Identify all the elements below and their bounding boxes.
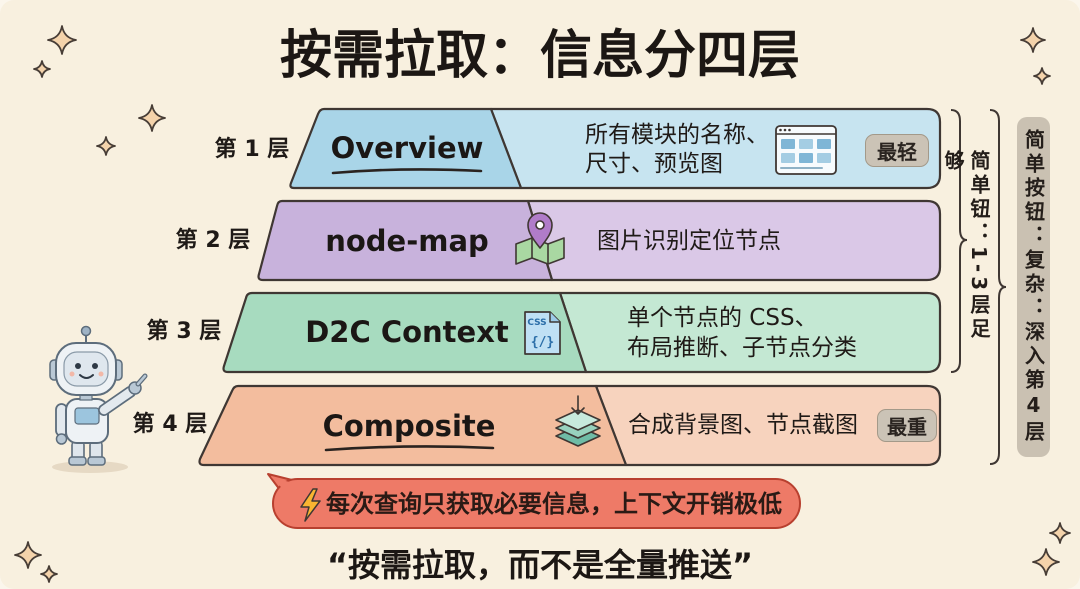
css-file-icon-label: CSS (527, 318, 546, 328)
sparkle-icon (1032, 548, 1060, 576)
layer-4-name: Composite (322, 409, 496, 443)
sparkle-icon (96, 136, 116, 156)
composite-underline (324, 445, 495, 452)
layer-1-name-band (289, 107, 523, 190)
sparkle-icon (138, 104, 166, 132)
layer-3-description-line: 单个节点的 CSS、 (627, 305, 818, 331)
map-pin-icon (515, 212, 565, 265)
layer-4-description-line: 合成背景图、节点截图 (628, 412, 858, 438)
simple-case-note: 简单钮：1-3层足够 (941, 150, 991, 343)
layer-2-name-band (257, 199, 554, 282)
layer-2-detail-band (526, 199, 942, 282)
layer-1-description-line: 尺寸、预览图 (585, 151, 723, 177)
all-layers-bracket (989, 109, 1007, 465)
complex-case-note-box: 简单按钮：复杂：深入第4层 (1017, 117, 1050, 457)
layer-3-description-line: 布局推断、子节点分类 (627, 335, 857, 361)
overview-underline (331, 168, 483, 175)
layers-1-3-bracket (950, 109, 968, 373)
layer-3-detail-band (558, 291, 942, 374)
layer-2-description: 图片识别定位节点 (597, 227, 781, 256)
layer-1-description-line: 所有模块的名称、 (585, 122, 769, 148)
sparkle-icon (1020, 27, 1046, 53)
complex-case-note: 简单按钮：复杂：深入第4层 (1021, 129, 1046, 445)
module-preview-icon (775, 125, 837, 175)
callout-text: 每次查询只获取必要信息，上下文开销极低 (326, 490, 782, 518)
sparkle-icon (47, 25, 77, 55)
layer-2-description-line: 图片识别定位节点 (597, 228, 781, 254)
page-title: 按需拉取：信息分四层 (279, 26, 800, 86)
sparkle-icon (1033, 67, 1051, 85)
layer-3-label: 第 3 层 (146, 319, 222, 344)
lightning-icon (300, 488, 321, 522)
layer-4-label: 第 4 层 (132, 412, 208, 437)
layer-3-description: 单个节点的 CSS、 布局推断、子节点分类 (627, 303, 857, 363)
layer-1-description: 所有模块的名称、 尺寸、预览图 (585, 121, 769, 179)
layer-3-name-band (222, 291, 588, 374)
robot-icon (49, 325, 148, 473)
css-file-icon: CSS {/} (524, 311, 561, 355)
sparkle-icon (14, 541, 42, 569)
layer-3-name: D2C Context (305, 315, 509, 349)
layer-1-label: 第 1 层 (214, 137, 290, 162)
sparkle-icon (1049, 522, 1071, 544)
heaviest-badge: 最重 (877, 409, 937, 442)
layer-4-detail-band (594, 384, 942, 467)
layer-2-label: 第 2 层 (175, 228, 251, 253)
sparkle-icon (40, 565, 58, 583)
closing-quote: “按需拉取，而不是全量推送” (326, 546, 754, 584)
callout-bubble (267, 473, 801, 529)
sparkle-decorations (14, 25, 1071, 583)
layer-1-name: Overview (330, 131, 484, 165)
sparkle-icon (33, 60, 51, 78)
layer-2-name: node-map (325, 224, 489, 258)
lightest-badge: 最轻 (865, 134, 929, 167)
layer-4-description: 合成背景图、节点截图 (628, 411, 858, 440)
css-file-icon-symbol: {/} (531, 335, 554, 350)
layer-4-name-band (198, 384, 628, 467)
layers-download-icon (555, 395, 601, 447)
